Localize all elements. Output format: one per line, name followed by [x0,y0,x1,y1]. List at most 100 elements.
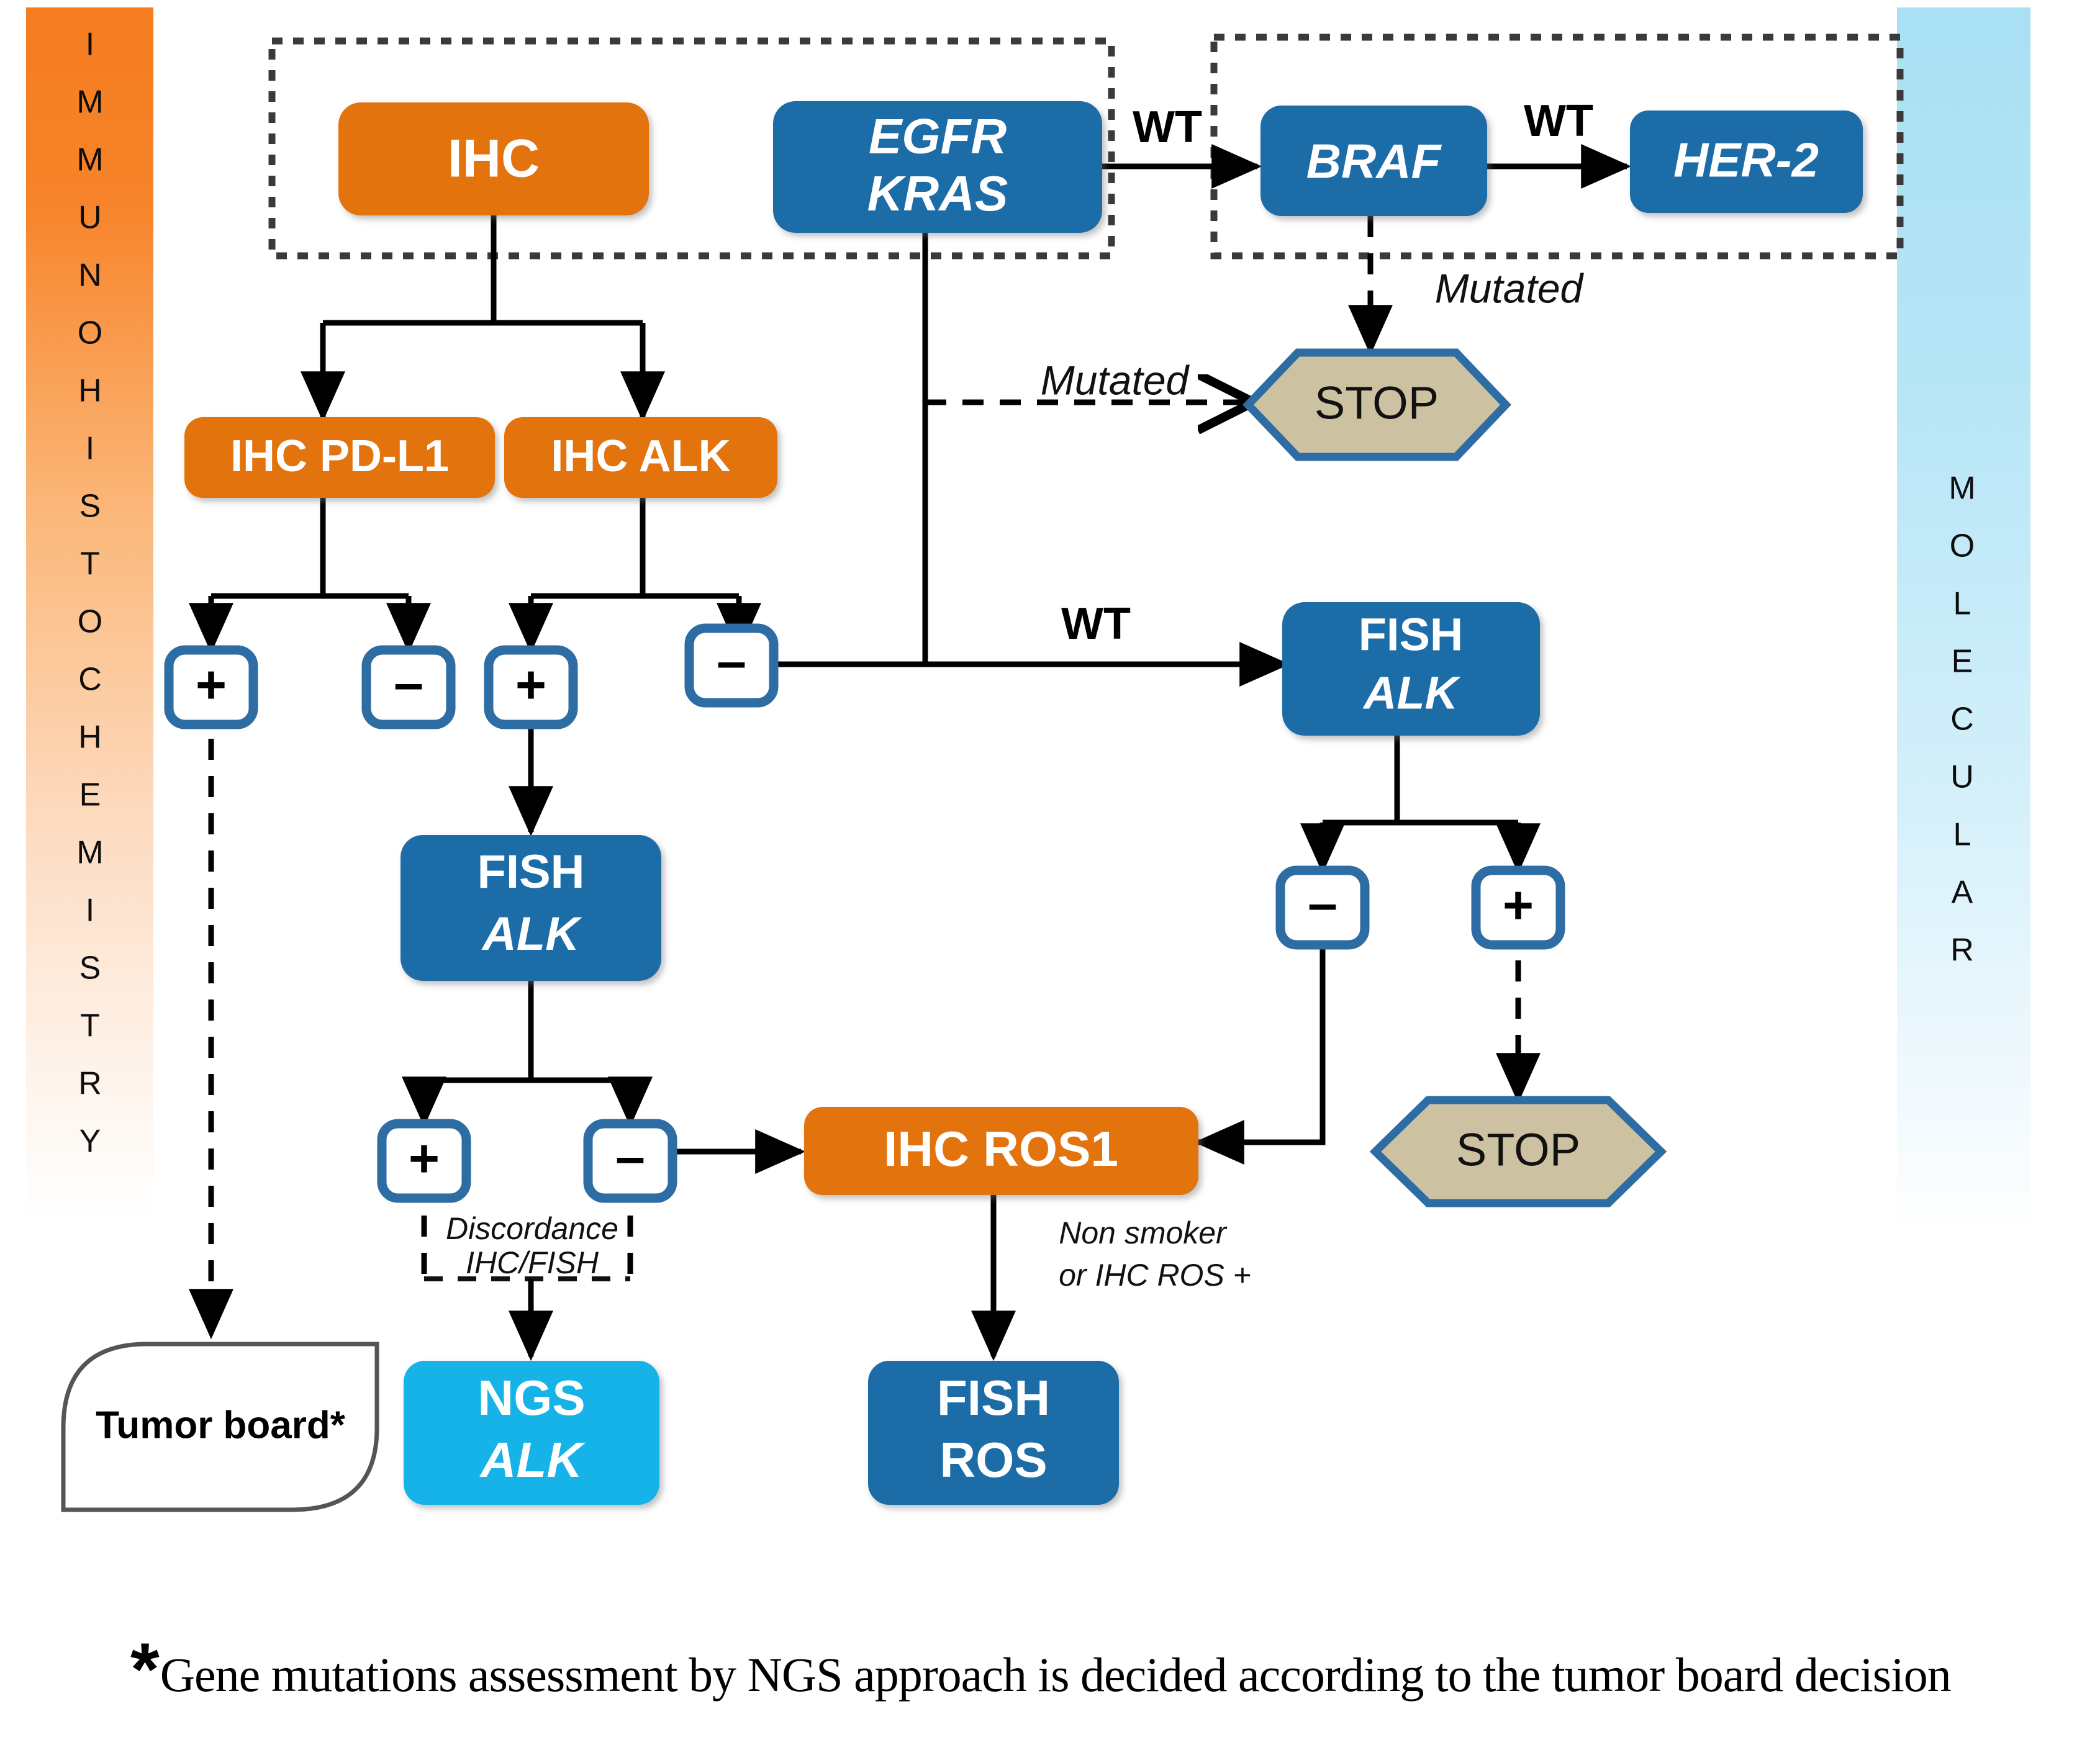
right-sidebar [1897,7,2030,1237]
left-sidebar-letter-c-11: C [78,662,102,698]
node-braf[interactable]: BRAF [1260,106,1487,216]
left-sidebar-letter-t-17: T [80,1008,100,1044]
decision-pdl1-positive[interactable]: + [164,645,258,729]
molecular-group-dotted-box [1210,34,1904,259]
node-ihc-alk[interactable]: IHC ALK [504,417,777,498]
right-sidebar-letter-a-7: A [1952,875,1973,911]
left-sidebar-letter-e-13: E [79,777,101,813]
left-sidebar-letter-o-10: O [78,604,102,640]
node-stop-top[interactable]: STOP [1242,348,1511,461]
edge-label-wt-egfr-braf: WT [1133,102,1202,152]
right-sidebar-letter-m-0: M [1948,471,1975,507]
node-fish-alk-left-label2: ALK [481,908,582,960]
left-sidebar-letter-o-5: O [78,315,102,351]
decision-ihcalk-negative-label: – [717,632,746,692]
edge-label-wt-to-fishalk: WT [1061,599,1131,649]
node-tumor-board-label: Tumor board* [96,1404,346,1446]
left-sidebar-letter-m-2: M [76,142,103,178]
left-sidebar-letter-t-9: T [80,546,100,582]
node-fish-alk-right-label1: FISH [1359,609,1464,661]
node-fish-ros-label2: ROS [939,1432,1047,1487]
node-her2-label: HER-2 [1673,133,1819,187]
right-sidebar-letter-e-3: E [1952,644,1973,680]
node-ngs-alk[interactable]: NGS ALK [404,1361,659,1505]
edge-label-nonsmoker-l1: Non smoker [1059,1216,1228,1250]
edge-label-discordance-l2: IHC/FISH [466,1245,599,1280]
node-ngs-alk-label2: ALK [479,1432,586,1487]
left-sidebar-letter-i-0: I [86,27,94,63]
left-sidebar-letter-r-18: R [78,1066,102,1102]
decision-fishalk-left-negative-label: – [615,1127,645,1187]
footnote: *Gene mutations assessment by NGS approa… [130,1626,2068,1712]
decision-fishalk-right-negative[interactable]: – [1275,865,1370,950]
edge-fishalk-right-split [1323,736,1518,826]
left-sidebar-letter-s-8: S [79,489,101,525]
decision-fishalk-left-positive[interactable]: + [377,1119,471,1203]
edge-ihcalk-split [531,497,739,599]
left-sidebar-letter-u-3: U [78,200,102,236]
node-ihc-ros1[interactable]: IHC ROS1 [804,1107,1198,1195]
node-ngs-alk-label1: NGS [477,1370,585,1425]
node-her2[interactable]: HER-2 [1630,111,1863,213]
edge-fishalkRneg-to-ihcros1 [1193,923,1326,1165]
edge-label-wt-braf-her2: WT [1524,96,1593,146]
left-sidebar-letter-i-15: I [86,893,94,929]
left-sidebar-letter-h-6: H [78,373,102,409]
left-sidebar-letter-m-1: M [76,84,103,120]
decision-ihcalk-positive[interactable]: + [484,645,578,729]
node-braf-label: BRAF [1306,134,1442,189]
node-fish-alk-right-label2: ALK [1362,667,1461,719]
decision-pdl1-negative-label: – [394,654,423,713]
node-ihc-alk-label: IHC ALK [551,431,730,481]
right-sidebar-letter-u-5: U [1950,759,1974,795]
node-egfr-label: EGFR [869,109,1007,164]
node-stop-bottom-label: STOP [1456,1124,1580,1176]
decision-ihcalk-positive-label: + [515,656,546,715]
left-sidebar-letter-m-14: M [76,835,103,871]
node-fish-ros[interactable]: FISH ROS [868,1361,1119,1505]
node-tumor-board[interactable]: Tumor board* [61,1342,379,1512]
edge-label-discordance-l1: Discordance [446,1211,618,1246]
decision-fishalk-right-negative-label: – [1308,874,1337,934]
edge-pdl1-split [211,497,409,599]
edge-label-mutated-right: Mutated [1435,265,1585,311]
right-sidebar-letter-o-1: O [1950,528,1975,564]
decision-fishalk-left-positive-label: + [409,1129,440,1189]
decision-pdl1-negative[interactable]: – [361,645,456,729]
node-egfr-kras[interactable]: EGFR KRAS [773,101,1102,233]
node-ihc-pdl1-label: IHC PD-L1 [230,431,449,481]
node-fish-alk-right[interactable]: FISH ALK [1282,602,1540,736]
footnote-text: Gene mutations assessment by NGS approac… [160,1648,1952,1702]
node-kras-label: KRAS [867,166,1008,221]
decision-fishalk-right-positive[interactable]: + [1471,865,1565,950]
left-sidebar-letter-n-4: N [78,258,102,294]
decision-fishalk-left-negative[interactable]: – [583,1119,677,1203]
right-sidebar-letter-c-4: C [1950,702,1974,738]
left-sidebar-letter-s-16: S [79,950,101,986]
edge-fishalk-left-split [424,981,630,1083]
right-sidebar-letter-l-6: L [1953,817,1971,853]
node-ihc-ros1-label: IHC ROS1 [884,1121,1118,1176]
node-fish-ros-label1: FISH [937,1370,1050,1425]
right-sidebar-letter-r-8: R [1950,932,1974,968]
decision-fishalk-right-positive-label: + [1503,876,1534,936]
node-ihc-label: IHC [448,129,540,189]
node-stop-top-label: STOP [1315,377,1439,429]
node-fish-alk-left[interactable]: FISH ALK [401,835,661,981]
left-sidebar-letter-h-12: H [78,720,102,756]
node-stop-bottom[interactable]: STOP [1369,1096,1667,1207]
decision-ihcalk-negative[interactable]: – [684,623,779,708]
edge-label-mutated-left: Mutated [1041,357,1190,403]
right-sidebar-letter-l-2: L [1953,586,1971,622]
left-sidebar-letter-i-7: I [86,431,94,467]
edge-label-nonsmoker-l2: or IHC ROS + [1059,1258,1251,1293]
node-fish-alk-left-label1: FISH [477,846,584,898]
decision-pdl1-positive-label: + [196,656,227,715]
node-ihc[interactable]: IHC [338,102,649,215]
node-ihc-pdl1[interactable]: IHC PD-L1 [184,417,495,498]
left-sidebar [26,7,153,1224]
